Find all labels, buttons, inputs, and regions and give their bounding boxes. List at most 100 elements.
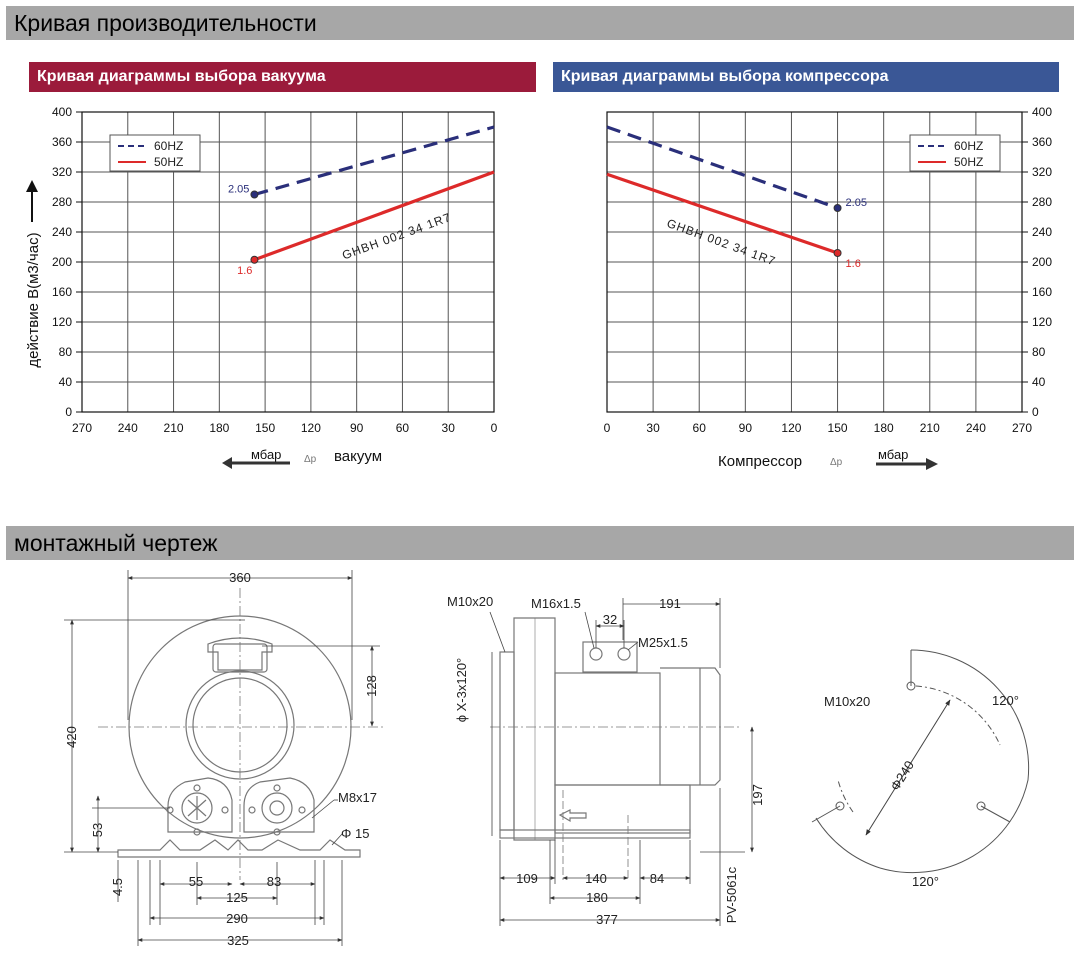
performance-section-header: Кривая производительности (6, 6, 1074, 40)
x-tick-label: 180 (874, 421, 894, 435)
label-flange-m10x20: M10x20 (824, 694, 870, 709)
mounting-section-header: монтажный чертеж (6, 526, 1074, 560)
outlet-flange (207, 637, 273, 671)
operating-point-label: 1.6 (237, 265, 252, 277)
legend-entry: 60HZ (954, 139, 983, 153)
operating-point-label: 2.05 (228, 184, 249, 196)
x-tick-label: 30 (442, 421, 456, 435)
dim-55: 55 (189, 874, 203, 889)
dim-83: 83 (267, 874, 281, 889)
performance-charts: 270 240 210 180 150 120 90 60 30 0 0 40 80 120 160 200 2… (25, 105, 1052, 470)
side-view (490, 617, 740, 880)
y-tick-label: 280 (1032, 195, 1052, 209)
y-tick-label: 120 (52, 315, 72, 329)
x-axis-label: Компрессор (718, 453, 802, 470)
x-tick-label: 60 (396, 421, 410, 435)
dim-140: 140 (585, 871, 607, 886)
label-m8x17: M8x17 (338, 790, 377, 805)
delta-p-symbol: Δp (304, 454, 317, 465)
series-line-50hz (606, 172, 839, 255)
compressor-chart-title: Кривая диаграммы выбора компрессора (553, 62, 1059, 92)
base-foot (117, 839, 361, 858)
x-tick-label: 90 (350, 421, 364, 435)
label-side-m10x20: M10x20 (447, 594, 493, 609)
label-m25: M25x1.5 (638, 635, 688, 650)
y-tick-label: 0 (1032, 405, 1039, 419)
operating-point-label: 1.6 (846, 258, 861, 270)
x-tick-label: 210 (920, 421, 940, 435)
y-tick-label: 280 (52, 195, 72, 209)
x-tick-label: 150 (255, 421, 275, 435)
direction-arrowhead (222, 457, 232, 469)
series-line-60hz (253, 125, 495, 197)
y-tick-label: 400 (1032, 105, 1052, 119)
x-tick-label: 270 (1012, 421, 1032, 435)
label-m16: M16x1.5 (531, 596, 581, 611)
x-tick-label: 210 (164, 421, 184, 435)
dim-53: 53 (90, 823, 105, 837)
series-line-60hz (606, 125, 839, 210)
legend-entry: 50HZ (154, 155, 183, 169)
dim-128: 128 (364, 675, 379, 697)
x-tick-label: 60 (693, 421, 707, 435)
y-tick-label: 160 (52, 285, 72, 299)
y-tick-label: 160 (1032, 285, 1052, 299)
x-unit-label: мбар (251, 447, 281, 462)
front-view (98, 588, 384, 880)
x-tick-label: 120 (301, 421, 321, 435)
y-tick-label: 240 (1032, 225, 1052, 239)
dim-191: 191 (659, 596, 681, 611)
dim-4-5: 4.5 (110, 878, 125, 896)
y-tick-label: 40 (59, 375, 73, 389)
legend-entry: 60HZ (154, 139, 183, 153)
mounting-drawing: 360 420 128 M8x17 Φ 15 53 4.5 55 83 125 … (64, 570, 1030, 948)
dim-420: 420 (64, 726, 79, 748)
x-tick-label: 30 (646, 421, 660, 435)
x-axis-label: вакуум (334, 448, 382, 465)
x-tick-label: 0 (491, 421, 498, 435)
vacuum-chart-title: Кривая диаграммы выбора вакуума (29, 62, 536, 92)
label-phi15: Φ 15 (341, 826, 369, 841)
legend-box (109, 134, 201, 172)
dim-84: 84 (650, 871, 664, 886)
y-tick-label: 80 (59, 345, 73, 359)
operating-point-marker (833, 249, 842, 257)
model-label: GHBH 002 34 1R7 (665, 216, 778, 269)
y-tick-label: 120 (1032, 315, 1052, 329)
dim-325: 325 (227, 933, 249, 948)
dim-phi240: Φ240 (887, 758, 917, 793)
flange-view (811, 649, 1030, 874)
legend-box (909, 134, 1001, 172)
x-tick-label: 150 (828, 421, 848, 435)
dim-32: 32 (603, 612, 617, 627)
y-tick-label: 360 (52, 135, 72, 149)
y-tick-label: 320 (1032, 165, 1052, 179)
dim-125: 125 (226, 890, 248, 905)
y-tick-label: 200 (1032, 255, 1052, 269)
dim-109: 109 (516, 871, 538, 886)
y-tick-label: 200 (52, 255, 72, 269)
angle-120-top: 120° (992, 693, 1019, 708)
y-tick-label: 40 (1032, 375, 1046, 389)
y-tick-label: 240 (52, 225, 72, 239)
legend-entry: 50HZ (954, 155, 983, 169)
outlet-port (243, 777, 315, 833)
y-tick-label: 0 (65, 405, 72, 419)
operating-point-label: 2.05 (846, 197, 867, 209)
delta-p-symbol: Δp (830, 457, 843, 468)
y-tick-label: 360 (1032, 135, 1052, 149)
inlet-port (167, 777, 233, 833)
series-line-50hz (253, 170, 495, 262)
model-code: PV-5061c (724, 866, 739, 923)
x-tick-label: 120 (781, 421, 801, 435)
dim-360: 360 (229, 570, 251, 585)
plot-frame (81, 111, 495, 413)
x-tick-label: 90 (739, 421, 753, 435)
x-tick-label: 270 (72, 421, 92, 435)
x-tick-label: 0 (604, 421, 611, 435)
operating-point-marker (250, 255, 259, 264)
dim-377: 377 (596, 912, 618, 927)
y-tick-label: 400 (52, 105, 72, 119)
